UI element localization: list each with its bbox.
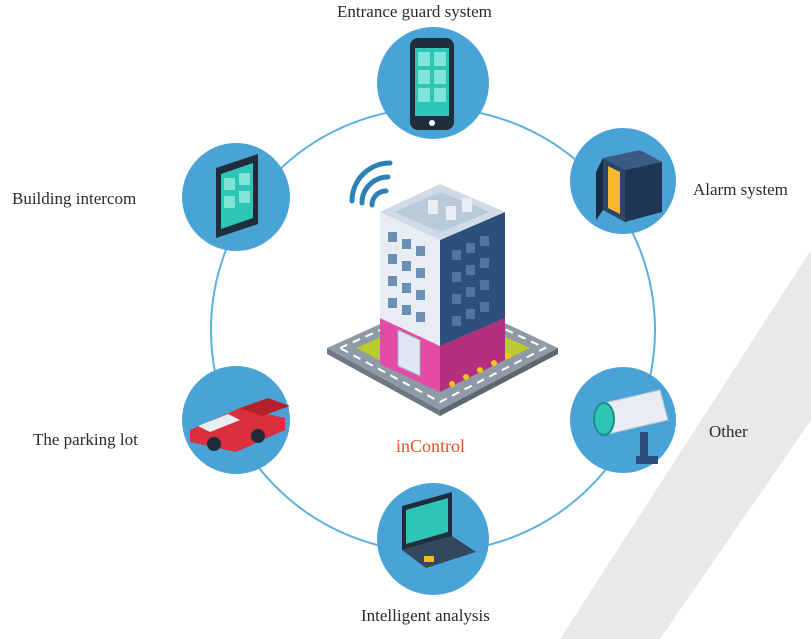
tablet-control-icon	[216, 154, 258, 238]
security-camera-icon	[593, 389, 669, 464]
wifi-icon	[349, 160, 393, 208]
node-parking-lot	[182, 366, 290, 474]
node-other	[570, 367, 676, 473]
node-alarm-system	[570, 128, 676, 234]
smart-building-icon	[327, 184, 558, 416]
pickup-truck-icon	[190, 398, 290, 452]
node-entrance-guard	[377, 27, 489, 139]
node-intelligent-analysis	[377, 483, 489, 595]
laptop-icon	[402, 492, 476, 568]
label-other: Other	[709, 422, 748, 441]
label-alarm-system: Alarm system	[693, 180, 788, 199]
node-building-intercom	[182, 143, 290, 251]
label-parking-lot: The parking lot	[33, 430, 138, 449]
label-building-intercom: Building intercom	[12, 189, 137, 208]
safe-box-icon	[596, 150, 662, 222]
label-entrance-guard: Entrance guard system	[337, 2, 492, 21]
smartphone-control-icon	[410, 38, 454, 130]
watermark-stroke	[560, 250, 811, 639]
label-intelligent-analysis: Intelligent analysis	[361, 606, 490, 625]
center-label: inControl	[396, 436, 466, 456]
